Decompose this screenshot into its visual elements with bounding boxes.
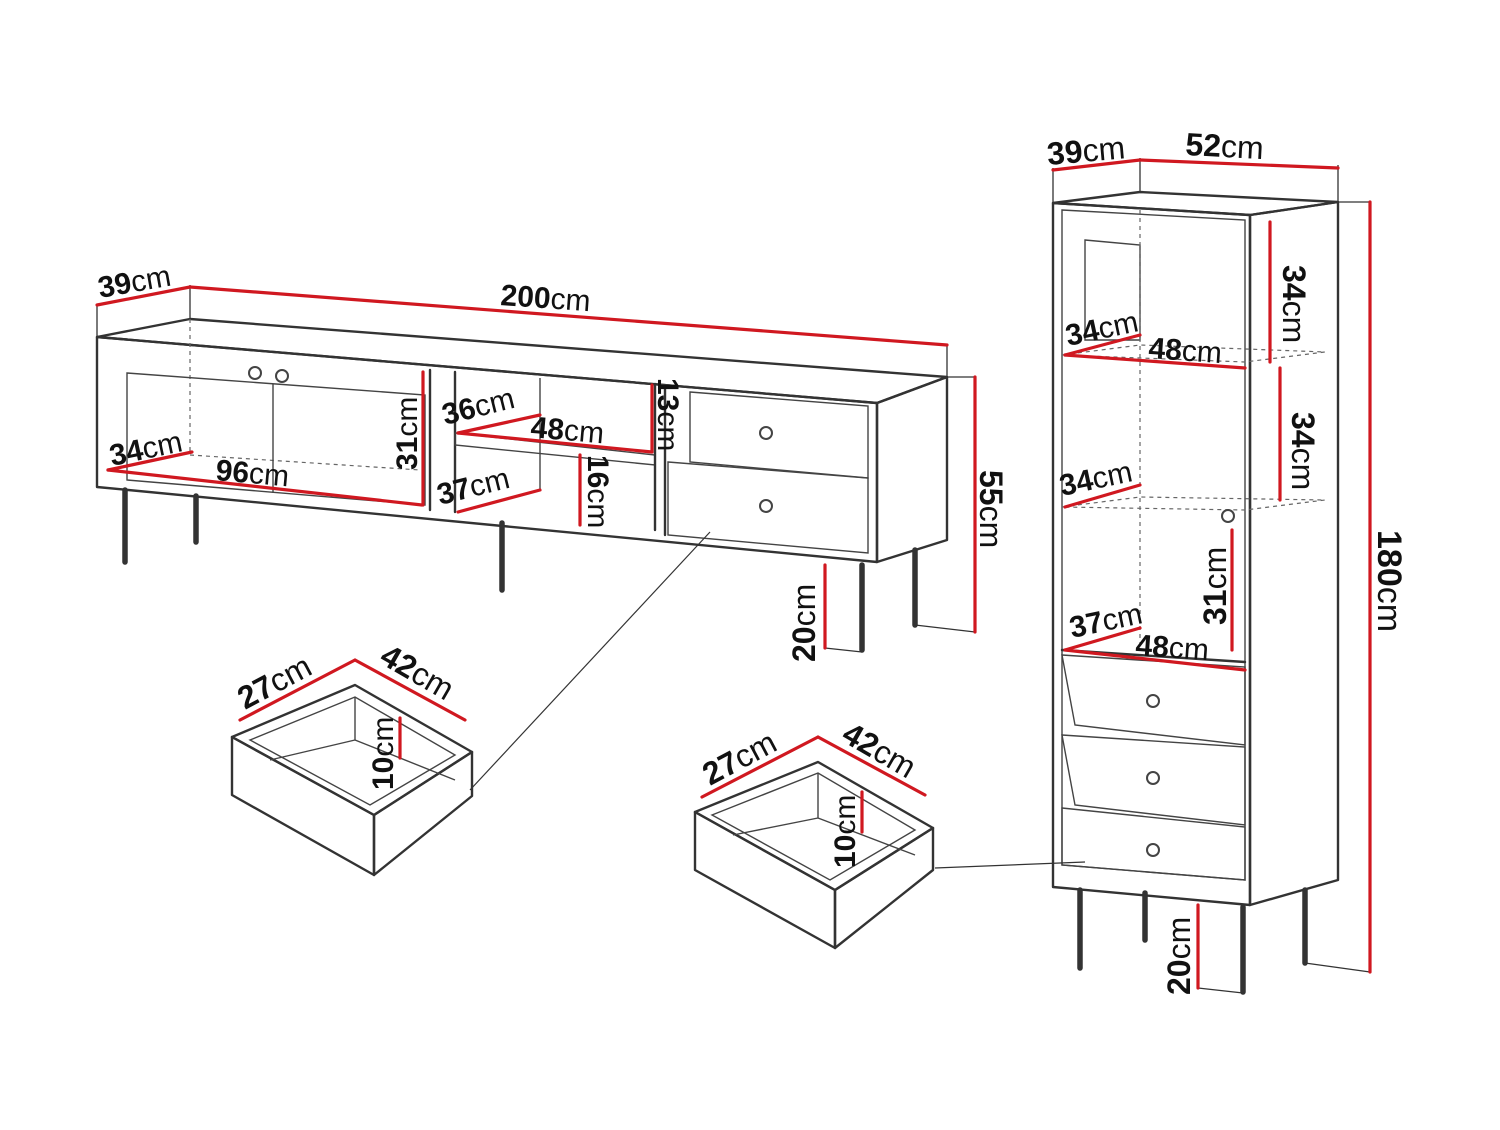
knob-icon xyxy=(1146,694,1160,708)
tv-width-label: 200cm xyxy=(500,279,592,318)
dimension-line xyxy=(1063,353,1247,370)
tall-shelf2-depth-label: 34cm xyxy=(1057,455,1136,503)
tv-total-height-label: 55cm xyxy=(973,470,1009,548)
knob-icon xyxy=(1221,509,1235,523)
dimension-line xyxy=(1063,483,1142,509)
dimension-line xyxy=(1051,158,1142,172)
tall-shelf3-depth-label: 37cm xyxy=(1067,597,1146,645)
tall-drawer-height-label: 10cm xyxy=(829,795,862,868)
tall-depth-label: 39cm xyxy=(1045,129,1126,172)
dimension-line xyxy=(816,735,927,797)
tv-shelf-depth-label: 34cm xyxy=(107,425,186,473)
tv-depth-label: 39cm xyxy=(95,260,173,305)
tv-niche-top-depth-label: 36cm xyxy=(439,382,518,432)
tall-low-height-label: 31cm xyxy=(1197,547,1233,625)
tall-width-label: 52cm xyxy=(1185,126,1265,166)
knob-icon xyxy=(1146,771,1160,785)
knob-icon xyxy=(275,369,289,383)
tv-niche-top-height-label: 13cm xyxy=(651,378,684,451)
knob-icon xyxy=(759,426,773,440)
tall-top-height-label: 34cm xyxy=(1276,265,1312,343)
dimension-line xyxy=(353,658,467,722)
tv-leg-height-label: 20cm xyxy=(786,584,822,662)
tv-drawer-width-label: 42cm xyxy=(375,637,461,707)
dimension-line xyxy=(106,450,194,472)
tall-drawer-drawing xyxy=(693,760,935,950)
tv-cabinet-drawing xyxy=(95,317,949,653)
tall-leg-height-label: 20cm xyxy=(1161,917,1197,995)
tv-drawer-dimensions xyxy=(238,658,467,760)
dimension-line xyxy=(1063,333,1142,357)
dimension-line xyxy=(106,468,424,507)
dimension-line xyxy=(456,488,542,514)
tv-niche-width-label: 48cm xyxy=(529,411,605,450)
tall-shelf3-width-label: 48cm xyxy=(1135,629,1210,667)
tv-inner-height-label: 31cm xyxy=(391,397,424,470)
tv-drawer-drawing xyxy=(230,683,474,877)
tv-shelf-width-label: 96cm xyxy=(214,454,290,493)
tall-total-height-label: 180cm xyxy=(1370,530,1408,632)
tall-shelf1-width-label: 48cm xyxy=(1148,332,1223,370)
tv-drawer-height-label: 10cm xyxy=(367,717,400,790)
tv-cabinet-dimensions xyxy=(95,285,977,653)
tall-drawer-width-label: 42cm xyxy=(837,715,923,785)
dimension-line xyxy=(700,735,820,799)
tv-niche-bottom-height-label: 16cm xyxy=(581,455,614,528)
tall-drawer-dimensions xyxy=(700,735,927,834)
tall-mid-height-label: 34cm xyxy=(1285,412,1321,490)
dimension-line xyxy=(188,285,949,347)
dimension-line xyxy=(1138,158,1340,170)
dimension-line xyxy=(456,413,542,435)
knob-icon xyxy=(1146,843,1160,857)
knob-icon xyxy=(759,499,773,513)
dimension-line xyxy=(95,285,192,307)
tall-shelf1-depth-label: 34cm xyxy=(1063,305,1142,353)
dimension-line xyxy=(1063,648,1247,672)
tv-niche-bottom-depth-label: 37cm xyxy=(434,462,513,512)
tall-cabinet-dimensions xyxy=(1051,158,1372,994)
dimension-line xyxy=(1063,626,1142,652)
dimension-line xyxy=(238,658,357,722)
dimension-line xyxy=(456,431,654,454)
knob-icon xyxy=(248,366,262,380)
